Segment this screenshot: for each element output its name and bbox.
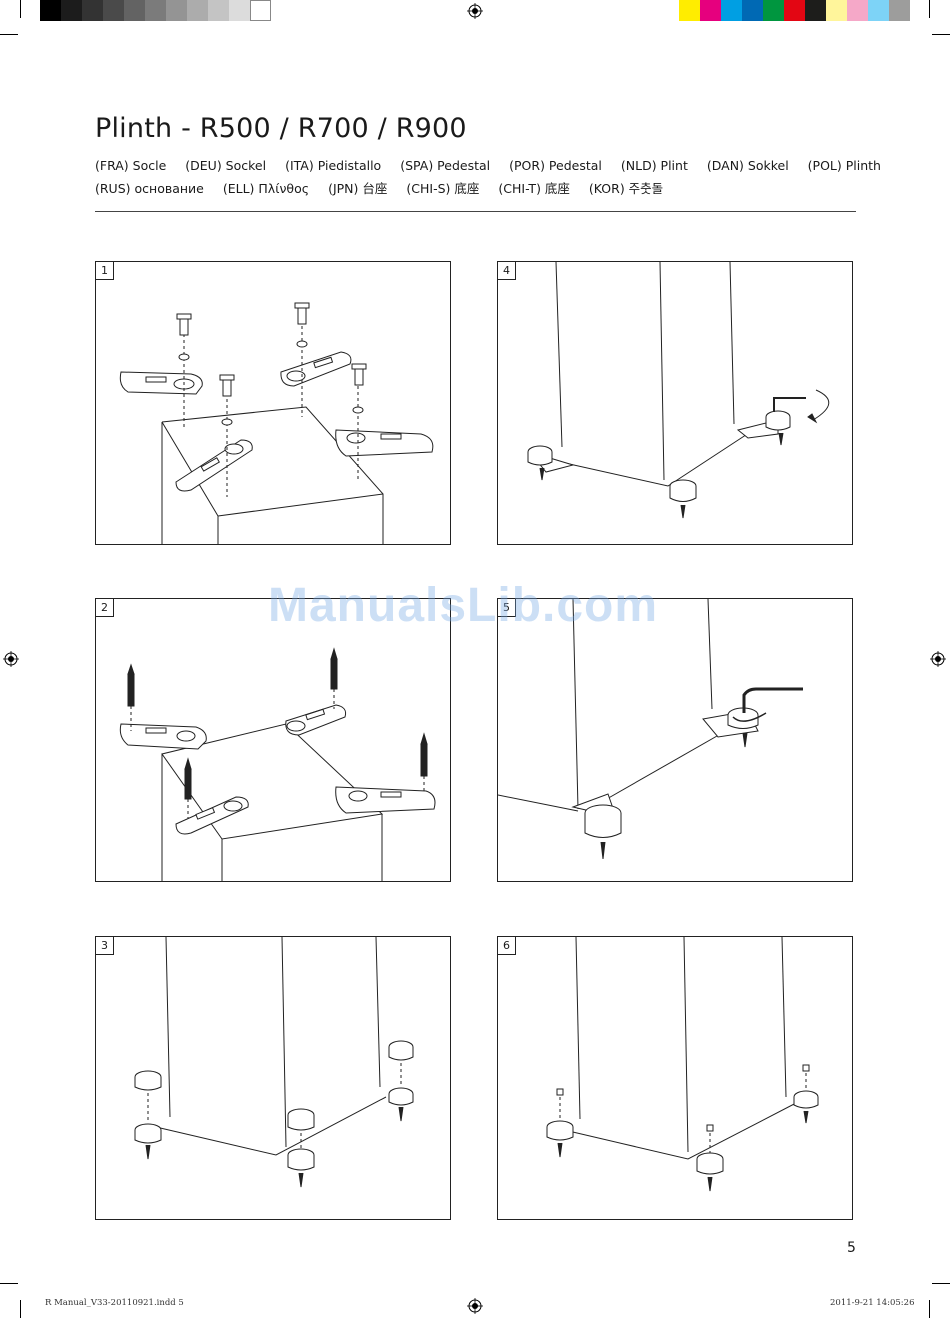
header-divider — [95, 211, 856, 212]
step-panel-3: 3 — [95, 936, 451, 1220]
crop-mark — [0, 34, 18, 35]
language-label: (POL) Plinth — [808, 158, 881, 173]
color-swatch — [889, 0, 910, 21]
gray-swatch — [61, 0, 82, 21]
crop-mark — [20, 0, 21, 18]
step-number: 6 — [498, 937, 516, 955]
spike-insert-illustration — [96, 599, 451, 882]
gray-swatch — [145, 0, 166, 21]
speaker-spike-illustration — [498, 262, 853, 545]
language-list-line-2: (RUS) основание (ELL) Πλίνθος (JPN) 台座 (CHI… — [95, 178, 682, 197]
step-number: 1 — [96, 262, 114, 280]
registration-mark-icon — [3, 651, 19, 667]
language-label: (RUS) основание — [95, 181, 204, 196]
language-label: (FRA) Socle — [95, 158, 166, 173]
color-swatch — [742, 0, 763, 21]
registration-mark-icon — [467, 3, 483, 19]
gray-swatch — [250, 0, 271, 21]
step-number: 3 — [96, 937, 114, 955]
gray-swatch — [187, 0, 208, 21]
watermark: ManualsLib.com — [268, 578, 658, 633]
footer-filename: R Manual_V33-20110921.indd 5 — [45, 1298, 184, 1308]
language-label: (CHI-T) 底座 — [498, 181, 570, 196]
color-swatch — [805, 0, 826, 21]
gray-swatch — [82, 0, 103, 21]
language-label: (KOR) 주춧돌 — [589, 181, 663, 196]
gray-swatch — [208, 0, 229, 21]
step-panel-4: 4 — [497, 261, 853, 545]
step-panel-1: 1 — [95, 261, 451, 545]
step-panel-6: 6 — [497, 936, 853, 1220]
step-number: 2 — [96, 599, 114, 617]
page-title: Plinth - R500 / R700 / R900 — [95, 113, 467, 144]
language-label: (ELL) Πλίνθος — [223, 181, 309, 196]
color-swatch — [826, 0, 847, 21]
color-swatch — [700, 0, 721, 21]
language-label: (ITA) Piedistallo — [285, 158, 381, 173]
language-label: (JPN) 台座 — [328, 181, 387, 196]
language-label: (SPA) Pedestal — [400, 158, 490, 173]
language-label: (POR) Pedestal — [509, 158, 602, 173]
step-panel-5: 5 — [497, 598, 853, 882]
language-label: (DAN) Sokkel — [707, 158, 789, 173]
color-swatch — [721, 0, 742, 21]
color-swatch — [784, 0, 805, 21]
crop-mark — [929, 0, 930, 18]
language-label: (CHI-S) 底座 — [406, 181, 479, 196]
language-list-line-1: (FRA) Socle (DEU) Sockel (ITA) Piedistallo… — [95, 158, 900, 173]
footer-timestamp: 2011-9-21 14:05:26 — [830, 1298, 914, 1308]
gray-swatch — [229, 0, 250, 21]
registration-mark-icon — [467, 1298, 483, 1314]
registration-mark-icon — [930, 651, 946, 667]
gray-swatch — [40, 0, 61, 21]
spike-cap-illustration — [96, 937, 451, 1220]
language-label: (DEU) Sockel — [185, 158, 266, 173]
plinth-attach-illustration — [96, 262, 451, 545]
step-panel-2: 2 — [95, 598, 451, 882]
color-swatch — [679, 0, 700, 21]
color-swatch — [847, 0, 868, 21]
rotation-arrow-icon — [813, 390, 829, 420]
gray-swatch — [166, 0, 187, 21]
hex-key-icon — [774, 398, 806, 412]
crop-mark — [0, 1283, 18, 1284]
crop-mark — [929, 1300, 930, 1318]
color-swatch — [763, 0, 784, 21]
crop-mark — [20, 1300, 21, 1318]
page-number: 5 — [847, 1240, 856, 1256]
spike-adjust-illustration — [498, 599, 853, 882]
gray-swatch — [103, 0, 124, 21]
spike-lock-illustration — [498, 937, 853, 1220]
crop-mark — [932, 34, 950, 35]
language-label: (NLD) Plint — [621, 158, 688, 173]
color-swatch — [868, 0, 889, 21]
gray-swatch — [124, 0, 145, 21]
step-number: 4 — [498, 262, 516, 280]
crop-mark — [932, 1283, 950, 1284]
